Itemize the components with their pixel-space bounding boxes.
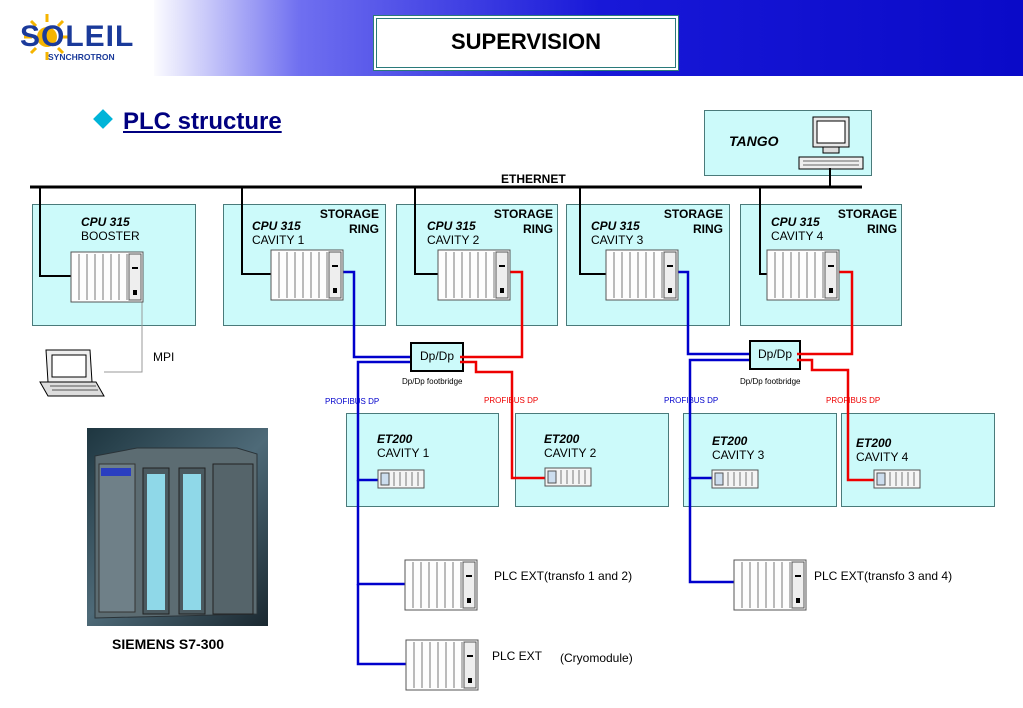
storage-ring-label: STORAGE RING: [663, 207, 723, 236]
red-bus-cpu4-bridge: [797, 270, 854, 356]
ethernet-label: ETHERNET: [501, 172, 566, 186]
plc-rack-cavity-2: [437, 249, 511, 301]
dpdp-caption-1: Dp/Dp footbridge: [402, 377, 463, 386]
section-title: PLC structure: [123, 108, 282, 135]
cpu-model: CPU 315: [252, 219, 301, 233]
et200-model: ET200: [377, 432, 413, 446]
storage-ring-label: STORAGE RING: [319, 207, 379, 236]
et200-name: CAVITY 1: [377, 446, 430, 460]
cpu-model: CPU 315: [591, 219, 640, 233]
blue-bus-plc-ext-2: [688, 478, 734, 584]
cpu-model: CPU 315: [427, 219, 476, 233]
et200-model: ET200: [712, 434, 748, 448]
storage-ring-label: STORAGE RING: [837, 207, 897, 236]
plc-ext-label-cryo: PLC EXT: [492, 649, 543, 663]
et200-module-3: [711, 469, 759, 489]
ethernet-drop-cavity-3: [579, 187, 608, 275]
logo: SOLEIL SYNCHROTRON: [0, 0, 154, 76]
tango-label: TANGO: [729, 133, 779, 149]
mpi-cable: [104, 292, 143, 373]
blue-bus-bridge-et200-1: [356, 360, 410, 482]
mpi-label: MPI: [153, 350, 175, 364]
blue-bus-cpu3-bridge: [676, 270, 749, 356]
et200-name: CAVITY 2: [544, 446, 597, 460]
et200-model: ET200: [544, 432, 580, 446]
page-title: SUPERVISION: [451, 29, 601, 54]
et200-name: CAVITY 4: [856, 450, 909, 464]
storage-ring-label: STORAGE RING: [493, 207, 553, 236]
plc-rack-ext-2: [733, 559, 807, 611]
et200-box-cavity-1: ET200 CAVITY 1: [346, 413, 499, 507]
plc-ext-label-2: PLC EXT(transfo 3 and 4): [814, 569, 953, 583]
plc-rack-cavity-3: [605, 249, 679, 301]
laptop-icon: [39, 349, 105, 397]
et200-module-1: [377, 469, 425, 489]
siemens-s7-photo: [87, 428, 268, 626]
dpdp-caption-2: Dp/Dp footbridge: [740, 377, 801, 386]
blue-bus-cpu1-bridge: [343, 270, 410, 359]
plc-rack-cavity-1: [270, 249, 344, 301]
tango-box: TANGO: [704, 110, 872, 176]
cpu-name: CAVITY 2: [427, 233, 480, 247]
et200-model: ET200: [856, 436, 892, 450]
sun-icon: [24, 14, 70, 60]
blue-bus-plc-ext-cryo: [356, 584, 406, 666]
red-bus-bridge-et200-2: [460, 360, 545, 480]
dpdp-bridge-1: Dp/Dp: [410, 342, 464, 372]
ethernet-drop-booster: [39, 187, 72, 277]
et200-box-cavity-3: ET200 CAVITY 3: [683, 413, 837, 507]
cpu-name: CAVITY 4: [771, 229, 824, 243]
cpu-name: CAVITY 1: [252, 233, 305, 247]
plc-rack-booster: [70, 251, 144, 303]
cpu-name: CAVITY 3: [591, 233, 644, 247]
blue-bus-plc-ext-1: [356, 480, 406, 586]
title-box: SUPERVISION: [376, 18, 676, 68]
profibus-label-blue-1: PROFIBUS DP: [325, 397, 380, 406]
ethernet-drop-cavity-4: [759, 187, 768, 275]
plc-rack-ext-1: [404, 559, 478, 611]
logo-main-text: SOLEIL: [20, 20, 135, 53]
et200-name: CAVITY 3: [712, 448, 765, 462]
cpu-model: CPU 315: [771, 215, 820, 229]
et200-box-cavity-4: ET200 CAVITY 4: [841, 413, 995, 507]
plc-ext-label-1: PLC EXT(transfo 1 and 2): [494, 569, 633, 583]
et200-module-2: [544, 467, 592, 487]
profibus-label-red-2: PROFIBUS DP: [826, 396, 881, 405]
plc-hardware-icon: [94, 447, 258, 619]
et200-box-cavity-2: ET200 CAVITY 2: [515, 413, 669, 507]
et200-module-4: [873, 469, 921, 489]
red-bus-bridge-et200-4: [797, 358, 874, 482]
siemens-label: SIEMENS S7-300: [112, 636, 225, 652]
plc-ext-sub-cryo: (Cryomodule): [560, 651, 633, 665]
blue-bus-bridge-et200-3: [688, 358, 749, 480]
ethernet-drop-cavity-1: [241, 187, 272, 275]
cpu-model: CPU 315: [81, 215, 130, 229]
logo-sub-text: SYNCHROTRON: [48, 52, 115, 62]
cpu-name: BOOSTER: [81, 229, 140, 243]
workstation-icon: [798, 116, 864, 170]
ethernet-drop-cavity-2: [414, 187, 440, 275]
plc-rack-cryo: [405, 639, 479, 691]
plc-rack-cavity-4: [766, 249, 840, 301]
red-bus-cpu2-bridge: [460, 270, 524, 359]
